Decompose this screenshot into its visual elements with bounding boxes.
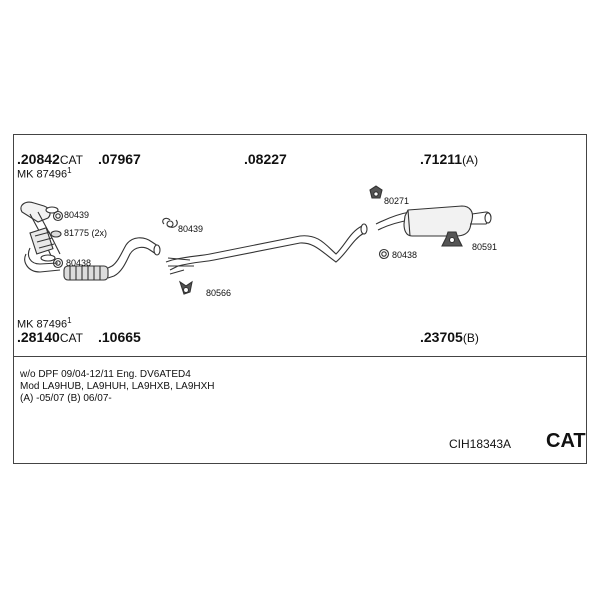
note-line: (A) -05/07 (B) 06/07- (20, 393, 112, 404)
part-10665[interactable]: .10665 (98, 329, 141, 345)
part-23705[interactable]: .23705(B) (420, 329, 479, 345)
kit-code: CIH18343A (449, 437, 512, 451)
part-28140[interactable]: .28140CAT (17, 329, 83, 345)
rear-silencer-drawing (375, 205, 492, 237)
mk-sup: 1 (67, 166, 72, 175)
label-80439-b[interactable]: 80439 (178, 224, 204, 234)
part-71211[interactable]: .71211(A) (420, 151, 478, 167)
gasket-81775 (50, 230, 62, 238)
front-pipe-drawing (63, 237, 161, 281)
mk-label-top: MK 874961 (17, 166, 72, 181)
category-label: CAT (546, 430, 586, 452)
clamp-80439-a (52, 210, 64, 222)
fitment-notes: w/o DPF 09/04-12/11 Eng. DV6ATED4 Mod LA… (20, 369, 215, 405)
mk-text: MK 87496 (17, 318, 68, 331)
part-number: .71211 (420, 151, 463, 167)
label-80438-a[interactable]: 80438 (66, 258, 92, 268)
part-number: .28140 (17, 329, 60, 345)
part-number: .07967 (98, 151, 141, 167)
part-number: .23705 (420, 329, 463, 345)
label-80566[interactable]: 80566 (206, 288, 232, 298)
section-divider (13, 356, 587, 357)
mk-text: MK 87496 (17, 168, 68, 181)
part-07967[interactable]: .07967 (98, 151, 141, 167)
part-suffix: (A) (462, 153, 479, 167)
mk-sup: 1 (67, 316, 72, 325)
clamp-80439-b (162, 217, 178, 228)
part-suffix: CAT (59, 153, 83, 167)
hanger-80566 (178, 280, 193, 295)
middle-pipe-drawing (165, 223, 368, 275)
part-08227[interactable]: .08227 (244, 151, 287, 167)
hanger-80271 (369, 185, 383, 199)
catalytic-converter-drawing (20, 201, 61, 273)
part-number: .10665 (98, 329, 141, 345)
diagram-frame (13, 134, 587, 464)
part-number: .08227 (244, 151, 287, 167)
part-number: .20842 (17, 151, 60, 167)
clamp-80438-a (52, 257, 64, 269)
note-line: Mod LA9HUB, LA9HUH, LA9HXB, LA9HXH (20, 381, 215, 392)
part-suffix: CAT (59, 331, 83, 345)
part-suffix: (B) (462, 331, 479, 345)
label-80271[interactable]: 80271 (384, 196, 410, 206)
hanger-80591 (441, 231, 463, 247)
label-80591[interactable]: 80591 (472, 242, 498, 252)
clamp-80438-b (378, 248, 390, 260)
part-20842[interactable]: .20842CAT (17, 151, 83, 167)
mk-label-bottom: MK 874961 (17, 316, 72, 331)
label-80439-a[interactable]: 80439 (64, 210, 90, 220)
label-80438-b[interactable]: 80438 (392, 250, 418, 260)
note-line: w/o DPF 09/04-12/11 Eng. DV6ATED4 (20, 369, 191, 380)
label-81775[interactable]: 81775 (2x) (64, 228, 108, 238)
